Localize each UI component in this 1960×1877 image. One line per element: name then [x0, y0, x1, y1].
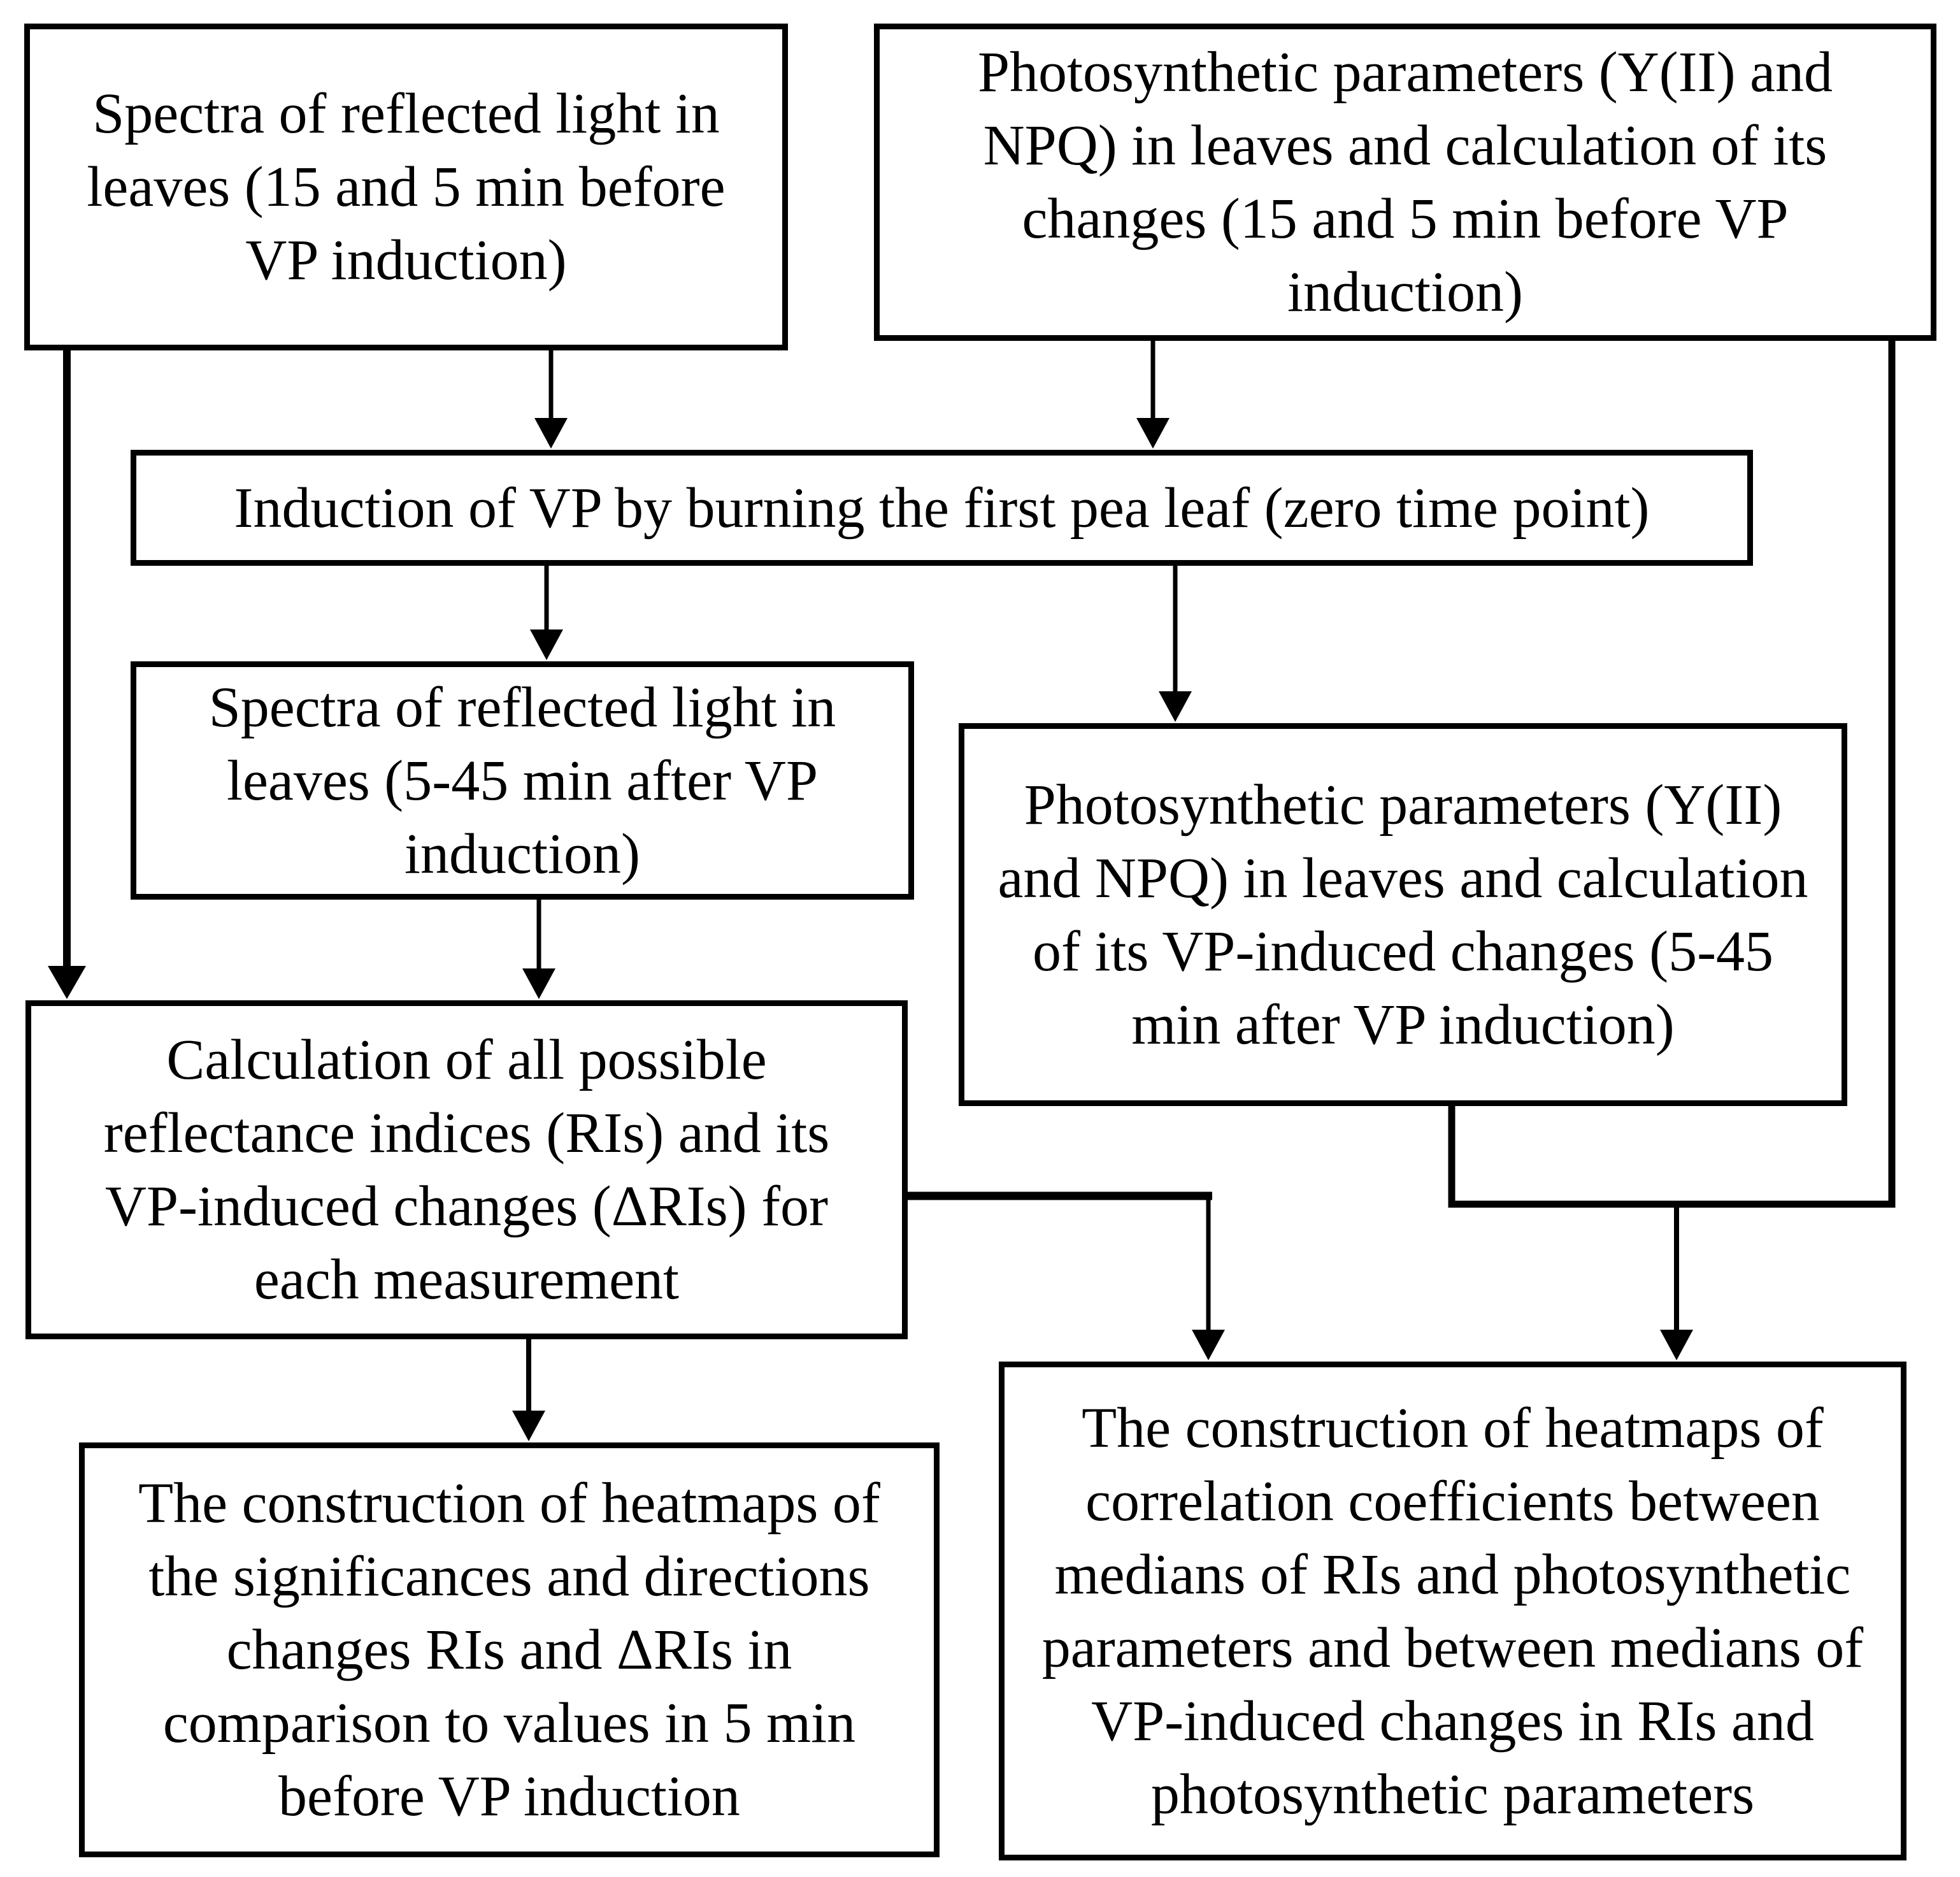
- arrow-calculation-to-heatmaps-significance: [512, 1337, 545, 1441]
- box-photosynthetic-after: Photosynthetic parameters (Y(II) and NPQ…: [959, 723, 1847, 1106]
- box-vp-induction-text: Induction of VP by burning the first pea…: [234, 476, 1650, 540]
- box-heatmaps-correlation-text: The construction of heatmaps of correlat…: [1041, 1396, 1864, 1826]
- box-spectra-before-text: Spectra of reflected light in leaves (15…: [87, 82, 726, 292]
- box-spectra-after: Spectra of reflected light in leaves (5-…: [131, 661, 914, 900]
- arrow-spectra-after-to-calculation: [522, 897, 555, 999]
- arrow-calculation-to-heatmaps-correlation: [901, 1191, 1225, 1360]
- box-spectra-after-text: Spectra of reflected light in leaves (5-…: [208, 675, 836, 886]
- box-spectra-before: Spectra of reflected light in leaves (15…: [24, 24, 788, 350]
- box-photosynthetic-before-text: Photosynthetic parameters (Y(II) and NPQ…: [977, 41, 1833, 324]
- box-calculation-ris: Calculation of all possible reflectance …: [25, 1000, 908, 1339]
- arrow-spectra-before-to-calculation-bypass: [48, 347, 86, 999]
- connector-photosynthetic-bypass-rail: [1448, 336, 1896, 1208]
- arrow-photosynthetic-before-to-induction: [1136, 338, 1170, 449]
- box-vp-induction: Induction of VP by burning the first pea…: [131, 450, 1753, 566]
- box-calculation-ris-text: Calculation of all possible reflectance …: [103, 1028, 830, 1311]
- box-heatmaps-correlation: The construction of heatmaps of correlat…: [999, 1362, 1906, 1860]
- box-heatmaps-significance: The construction of heatmaps of the sign…: [79, 1442, 940, 1857]
- arrow-induction-to-photosynthetic-after: [1159, 563, 1192, 722]
- arrow-spectra-before-to-induction: [534, 348, 568, 449]
- arrow-induction-to-spectra-after: [530, 563, 563, 660]
- box-heatmaps-significance-text: The construction of heatmaps of the sign…: [138, 1472, 880, 1828]
- arrow-rail-to-heatmaps-correlation: [1660, 1201, 1693, 1360]
- box-photosynthetic-before: Photosynthetic parameters (Y(II) and NPQ…: [874, 24, 1936, 341]
- box-photosynthetic-after-text: Photosynthetic parameters (Y(II) and NPQ…: [998, 773, 1808, 1056]
